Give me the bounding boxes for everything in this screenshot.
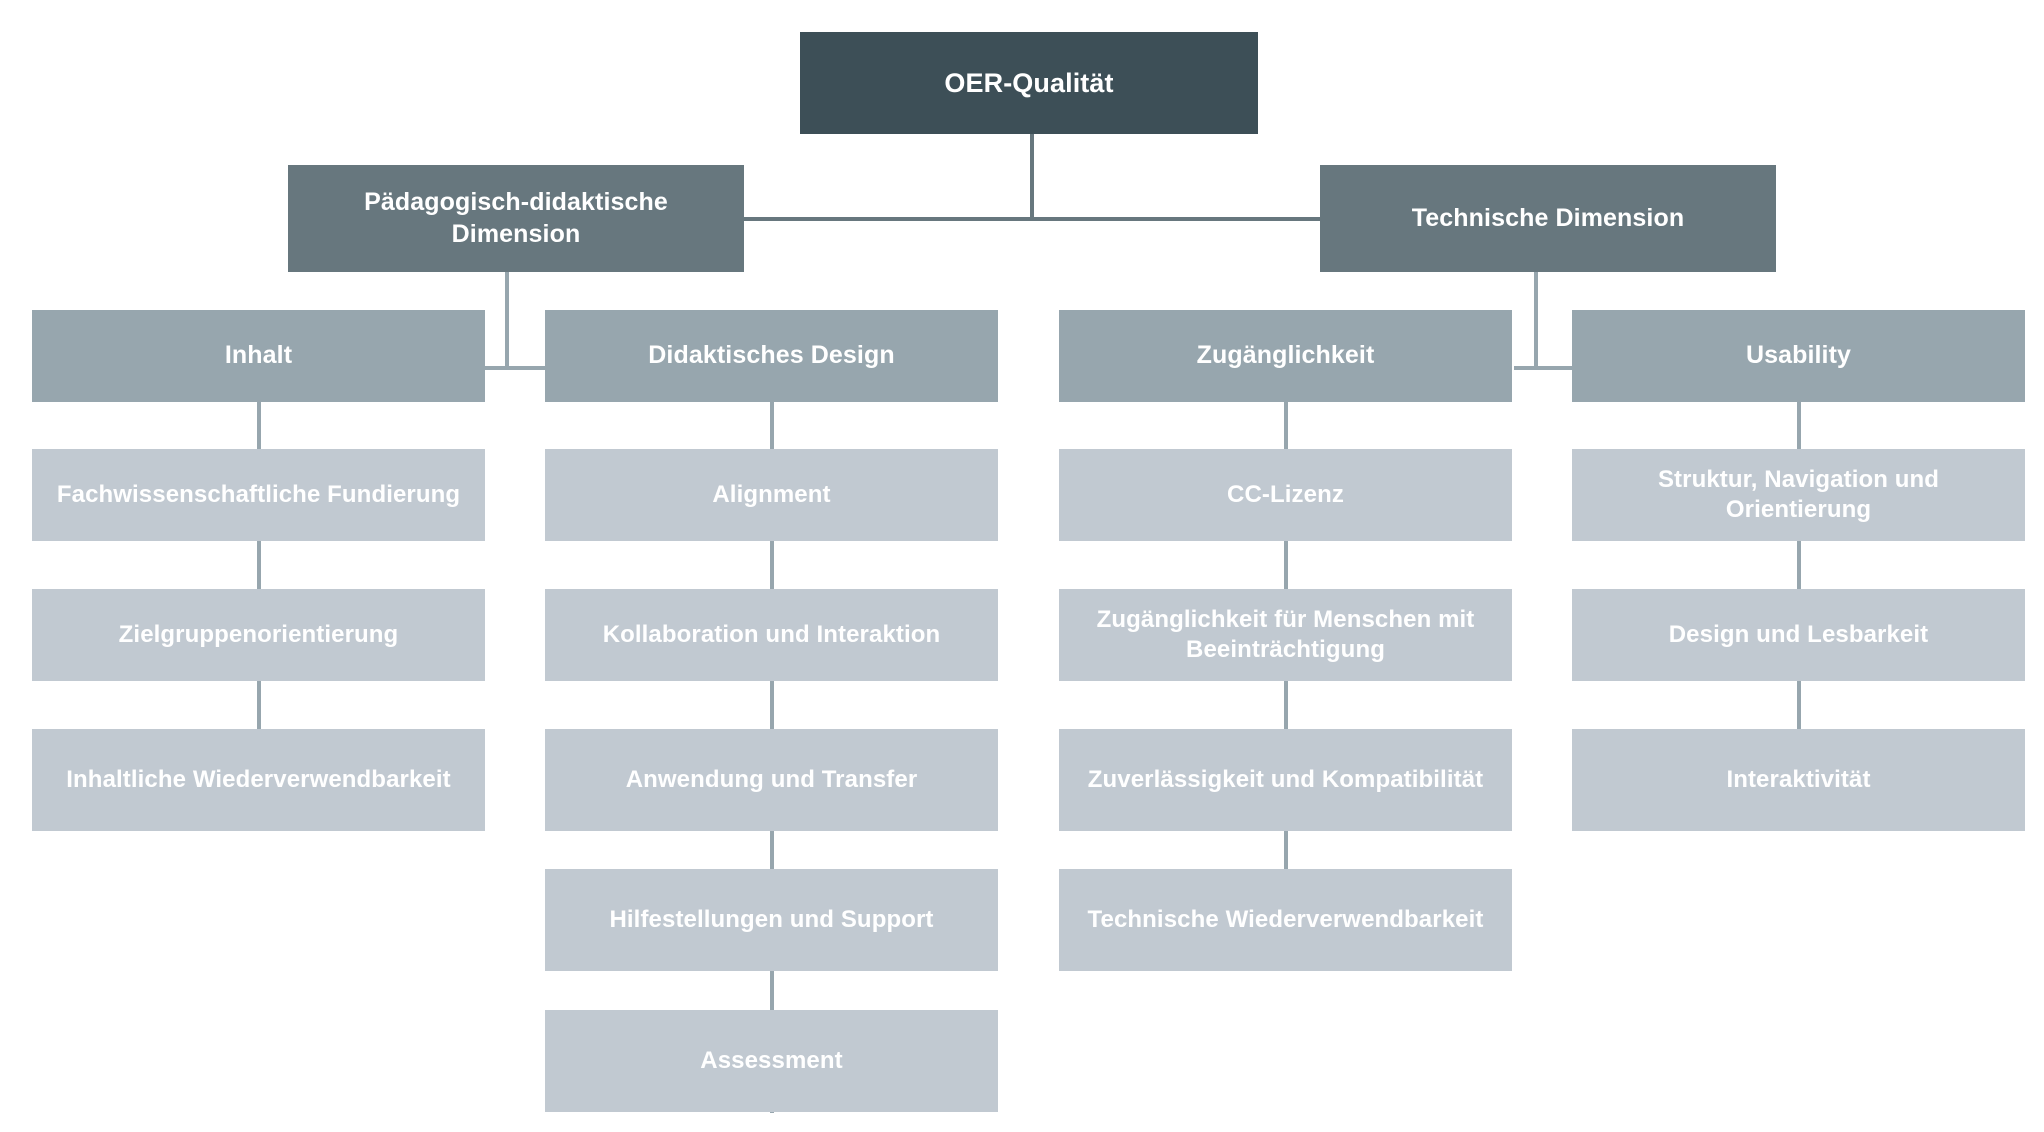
node-leaf-hilfestellungen-und-support[interactable]: Hilfestellungen und Support — [545, 869, 998, 971]
node-leaf-zielgruppenorientierung[interactable]: Zielgruppenorientierung — [32, 589, 485, 681]
node-leaf-anwendung-und-transfer[interactable]: Anwendung und Transfer — [545, 729, 998, 831]
node-leaf-zuverlaessigkeit-und-kompatibilitaet[interactable]: Zuverlässigkeit und Kompatibilität — [1059, 729, 1512, 831]
node-leaf-assessment[interactable]: Assessment — [545, 1010, 998, 1112]
node-category-usability[interactable]: Usability — [1572, 310, 2025, 402]
connector-left-dimension-stem — [505, 272, 509, 370]
connector-root-stem — [1030, 134, 1034, 220]
node-leaf-zugaenglichkeit-beeintraechtigung[interactable]: Zugänglichkeit für Menschen mit Beeinträ… — [1059, 589, 1512, 681]
node-leaf-alignment[interactable]: Alignment — [545, 449, 998, 541]
connector-left-category-bus — [485, 366, 552, 370]
node-leaf-kollaboration-und-interaktion[interactable]: Kollaboration und Interaktion — [545, 589, 998, 681]
connector-dimension-bus — [744, 217, 1320, 221]
node-category-inhalt[interactable]: Inhalt — [32, 310, 485, 402]
node-category-zugaenglichkeit[interactable]: Zugänglichkeit — [1059, 310, 1512, 402]
connector-right-category-bus — [1514, 366, 1581, 370]
node-leaf-inhaltliche-wiederverwendbarkeit[interactable]: Inhaltliche Wiederverwendbarkeit — [32, 729, 485, 831]
node-category-didaktisches-design[interactable]: Didaktisches Design — [545, 310, 998, 402]
node-dimension-technisch[interactable]: Technische Dimension — [1320, 165, 1776, 272]
node-leaf-interaktivitaet[interactable]: Interaktivität — [1572, 729, 2025, 831]
node-leaf-struktur-navigation-orientierung[interactable]: Struktur, Navigation und Orientierung — [1572, 449, 2025, 541]
node-root-oer-qualitaet[interactable]: OER-Qualität — [800, 32, 1258, 134]
node-leaf-cc-lizenz[interactable]: CC-Lizenz — [1059, 449, 1512, 541]
node-leaf-technische-wiederverwendbarkeit[interactable]: Technische Wiederverwendbarkeit — [1059, 869, 1512, 971]
node-leaf-fachwissenschaftliche-fundierung[interactable]: Fachwissenschaftliche Fundierung — [32, 449, 485, 541]
node-dimension-paedagogisch-didaktisch[interactable]: Pädagogisch-didaktische Dimension — [288, 165, 744, 272]
connector-right-dimension-stem — [1534, 272, 1538, 370]
node-leaf-design-und-lesbarkeit[interactable]: Design und Lesbarkeit — [1572, 589, 2025, 681]
